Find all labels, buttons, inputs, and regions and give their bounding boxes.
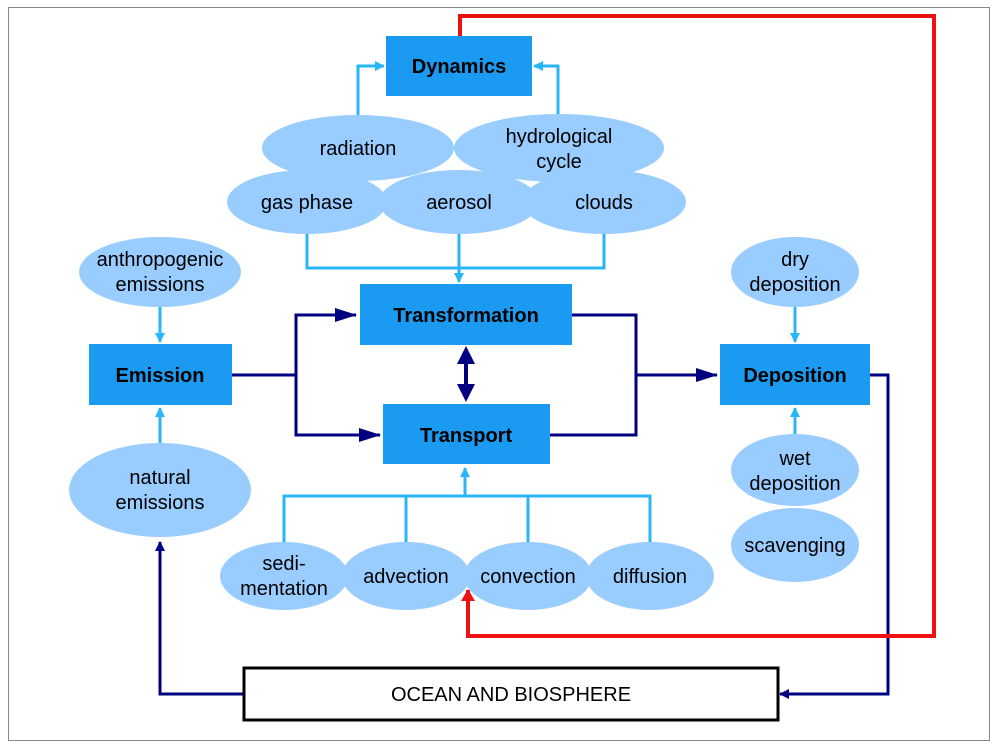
dark-connectors bbox=[155, 308, 890, 699]
arrow-radiation-to-dynamics bbox=[356, 61, 385, 120]
wet-deposition-label-line2: deposition bbox=[749, 473, 840, 495]
arrow-transformation-transport-exchange bbox=[457, 346, 475, 402]
arrow-deposition-to-ocean bbox=[779, 373, 890, 699]
clouds-label: clouds bbox=[575, 192, 633, 214]
natural-label-line2: emissions bbox=[116, 492, 205, 514]
ellipse-aerosol: aerosol bbox=[379, 170, 539, 234]
dynamics-label: Dynamics bbox=[412, 56, 507, 78]
ocean-biosphere-label: OCEAN AND BIOSPHERE bbox=[391, 684, 631, 706]
radiation-label: radiation bbox=[320, 138, 397, 160]
boxes: Dynamics Transformation Transport Emissi… bbox=[89, 36, 870, 722]
ellipse-gas-phase: gas phase bbox=[227, 170, 387, 234]
arrow-emission-to-transformation bbox=[294, 308, 357, 375]
ellipse-scavenging: scavenging bbox=[731, 508, 859, 582]
advection-label: advection bbox=[363, 566, 449, 588]
ellipses: radiation hydrological cycle gas phase a… bbox=[69, 114, 859, 610]
bracket-transport-processes bbox=[282, 494, 652, 548]
transformation-label: Transformation bbox=[393, 305, 539, 327]
diffusion-label: diffusion bbox=[613, 566, 687, 588]
box-dynamics: Dynamics bbox=[386, 36, 532, 96]
diagram-frame bbox=[8, 7, 990, 741]
emission-label: Emission bbox=[116, 365, 205, 387]
line-transport-to-deposition bbox=[550, 375, 638, 437]
aerosol-label: aerosol bbox=[426, 192, 492, 214]
ellipse-convection: convection bbox=[464, 542, 592, 610]
dry-deposition-label-line1: dry bbox=[781, 249, 809, 271]
light-connectors bbox=[155, 61, 800, 548]
sedimentation-label-line1: sedi- bbox=[262, 553, 305, 575]
dry-deposition-label-line2: deposition bbox=[749, 274, 840, 296]
wet-deposition-label-line1: wet bbox=[778, 448, 811, 470]
feedback-loop-dynamics-to-convection bbox=[458, 14, 936, 638]
box-ocean-and-biosphere: OCEAN AND BIOSPHERE bbox=[242, 666, 780, 722]
deposition-label: Deposition bbox=[743, 365, 846, 387]
arrow-hydrological-to-dynamics bbox=[533, 61, 560, 120]
ellipse-diffusion: diffusion bbox=[586, 542, 714, 610]
arrow-emission-to-transport bbox=[294, 375, 381, 442]
ellipse-natural-emissions: natural emissions bbox=[69, 443, 251, 537]
gas-phase-label: gas phase bbox=[261, 192, 353, 214]
convection-label: convection bbox=[480, 566, 576, 588]
natural-label-line1: natural bbox=[129, 467, 190, 489]
ellipse-sedimentation: sedi- mentation bbox=[220, 542, 348, 610]
box-deposition: Deposition bbox=[720, 344, 870, 405]
ellipse-hydrological-cycle: hydrological cycle bbox=[454, 114, 664, 182]
hydrological-label-line1: hydrological bbox=[506, 126, 613, 148]
ellipse-wet-deposition: wet deposition bbox=[731, 434, 859, 506]
ellipse-dry-deposition: dry deposition bbox=[731, 237, 859, 307]
ellipse-advection: advection bbox=[342, 542, 470, 610]
anthropogenic-label-line1: anthropogenic bbox=[97, 249, 224, 271]
arrow-transformation-to-deposition bbox=[572, 313, 718, 382]
scavenging-label: scavenging bbox=[744, 535, 845, 557]
ellipse-clouds: clouds bbox=[522, 170, 686, 234]
bracket-chemistry bbox=[305, 230, 606, 270]
ellipse-radiation: radiation bbox=[262, 115, 454, 181]
transport-label: Transport bbox=[420, 425, 513, 447]
arrow-ocean-to-natural bbox=[155, 541, 243, 696]
sedimentation-label-line2: mentation bbox=[240, 578, 328, 600]
box-transport: Transport bbox=[383, 404, 550, 464]
anthropogenic-label-line2: emissions bbox=[116, 274, 205, 296]
box-transformation: Transformation bbox=[360, 284, 572, 345]
hydrological-label-line2: cycle bbox=[536, 151, 582, 173]
box-emission: Emission bbox=[89, 344, 232, 405]
ellipse-anthropogenic-emissions: anthropogenic emissions bbox=[79, 237, 241, 307]
